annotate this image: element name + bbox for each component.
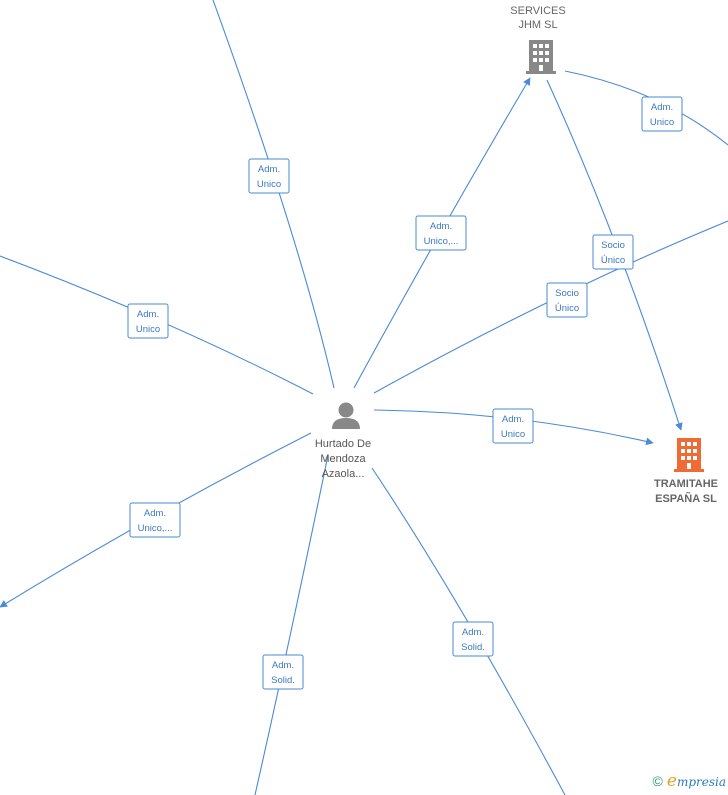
person-icon	[332, 402, 360, 429]
edge-label[interactable]: Adm. Unico,...	[129, 502, 181, 538]
edge-label-line1: Socio	[555, 288, 579, 299]
edge-label[interactable]: Adm. Unico,...	[415, 215, 467, 251]
edge-label-line2: Unico	[501, 429, 525, 440]
edge-label-line2: Unico	[136, 324, 160, 335]
brand-logo: empresia	[667, 771, 726, 791]
edge-label-line1: Adm.	[430, 221, 452, 232]
person-name-line3: Azaola...	[322, 468, 365, 480]
edge-label[interactable]: Adm. Unico	[248, 158, 290, 194]
edge-label-line2: Solid.	[271, 675, 295, 686]
edge-label-line1: Adm.	[144, 508, 166, 519]
edge-label[interactable]: Adm. Solid.	[452, 621, 494, 657]
company-name-line1: SERVICES	[510, 5, 565, 17]
edge-label-line1: Adm.	[462, 627, 484, 638]
edge-label-line2: Unico	[650, 117, 674, 128]
building-icon	[526, 40, 556, 74]
edge-label-line2: Unico	[257, 179, 281, 190]
edge-label[interactable]: Socio Único	[592, 234, 634, 270]
edge-line[interactable]	[254, 454, 329, 795]
person-name-line2: Mendoza	[320, 453, 366, 465]
company-name-line2: ESPAÑA SL	[655, 492, 717, 505]
person-name-line1: Hurtado De	[315, 438, 371, 450]
edge-label[interactable]: Adm. Unico	[127, 303, 169, 339]
edge-line[interactable]	[212, 0, 335, 389]
building-icon	[674, 438, 704, 472]
brand-initial: e	[666, 771, 677, 791]
edge-label-line2: Unico,...	[424, 236, 459, 247]
company-node-services[interactable]: SERVICES JHM SL	[510, 5, 566, 74]
edge-label-line2: Único	[601, 255, 625, 266]
edge-label[interactable]: Socio Único	[546, 282, 588, 318]
edge-label-line2: Único	[555, 303, 579, 314]
edge-label-line1: Socio	[601, 240, 625, 251]
edge-label-line1: Adm.	[137, 309, 159, 320]
edge-label-line2: Solid.	[461, 642, 485, 653]
edge-label-line2: Unico,...	[138, 523, 173, 534]
edge-label-line1: Adm.	[502, 414, 524, 425]
edge-label[interactable]: Adm. Solid.	[262, 654, 304, 690]
edge-label[interactable]: Adm. Unico	[641, 96, 683, 132]
company-node-tramitahe[interactable]: TRAMITAHE ESPAÑA SL	[654, 438, 718, 505]
edge-line[interactable]	[371, 467, 566, 795]
brand-footer: ©empresia	[653, 771, 726, 791]
brand-name: mpresia	[676, 775, 726, 789]
company-name-line2: JHM SL	[518, 19, 557, 31]
edge-label[interactable]: Adm. Unico	[492, 408, 534, 444]
person-node[interactable]: Hurtado De Mendoza Azaola...	[315, 402, 371, 481]
edge-label-line1: Adm.	[272, 660, 294, 671]
edge-label-line1: Adm.	[258, 164, 280, 175]
copyright-symbol: ©	[652, 773, 663, 789]
company-name-line1: TRAMITAHE	[654, 478, 718, 490]
edge-label-line1: Adm.	[651, 102, 673, 113]
